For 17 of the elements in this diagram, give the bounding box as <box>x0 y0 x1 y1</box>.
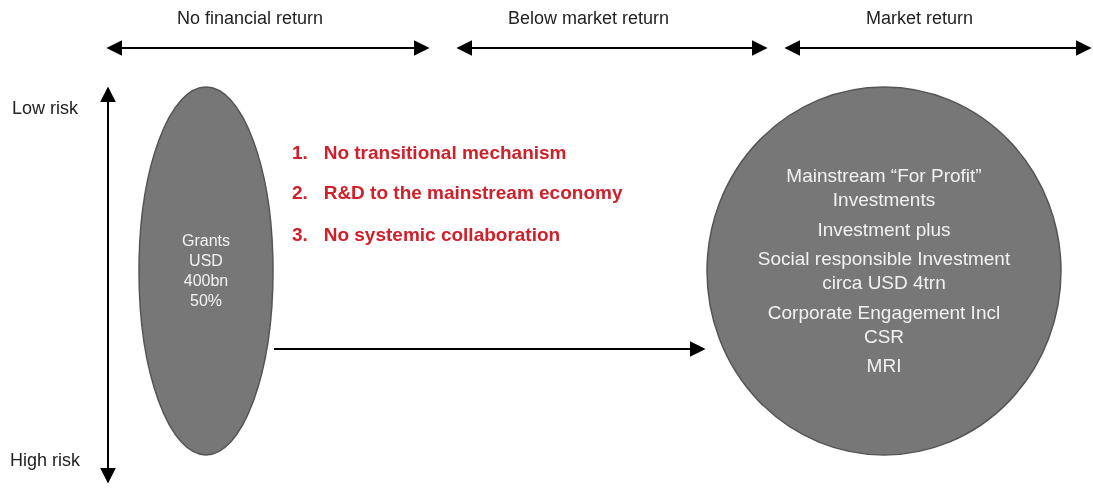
ellipse-node <box>138 86 274 456</box>
axis-label: Below market return <box>508 8 670 29</box>
node-text: MRI <box>866 354 902 378</box>
list-item: 1. No transitional mechanism <box>292 142 567 164</box>
node-text: Grants USD 400bn 50% <box>181 231 231 311</box>
node-text: Corporate Engagement Incl CSR <box>766 300 1002 349</box>
node-text: Mainstream “For Profit” Investments <box>785 164 983 212</box>
node-text: Social responsible Investment circa USD 4trn <box>756 247 1012 295</box>
axis-label: Low risk <box>12 98 78 119</box>
axis-label: High risk <box>10 450 80 471</box>
axis-label: No financial return <box>177 8 324 29</box>
ellipse-node <box>706 86 1062 456</box>
list-item: 3. No systemic collaboration <box>292 224 561 246</box>
node-text: Investment plus <box>817 217 951 242</box>
axis-label: Market return <box>866 8 974 29</box>
arrow <box>273 341 706 357</box>
list-item: 2. R&D to the mainstream economy <box>292 182 623 204</box>
